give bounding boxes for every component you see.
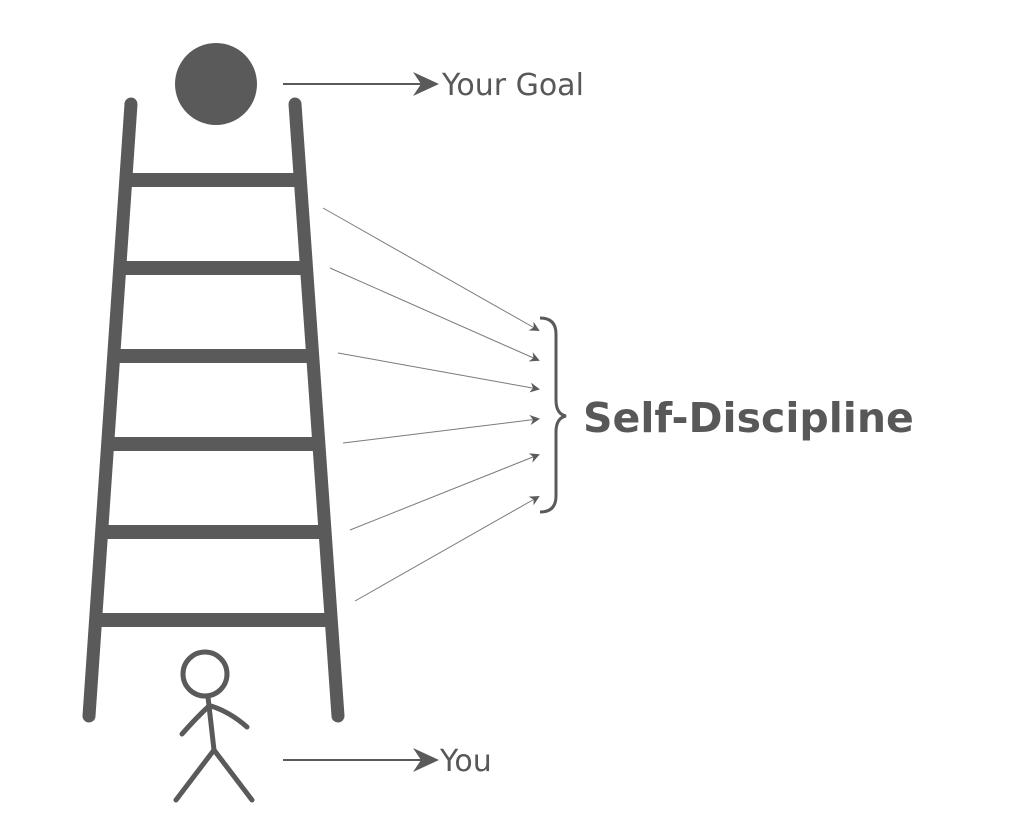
pointer-arrow [329, 267, 540, 362]
goal-circle [175, 43, 257, 125]
ladder [82, 97, 345, 723]
goal-label: Your Goal [441, 68, 584, 103]
pointer-arrow [342, 415, 540, 444]
concept-label: Self-Discipline [583, 394, 914, 442]
pointer-arrows [322, 207, 540, 602]
stick-figure [173, 649, 255, 803]
curly-brace [539, 316, 567, 514]
pointer-arrow [337, 352, 540, 393]
pointer-arrow [354, 496, 540, 602]
pointer-arrow [349, 453, 540, 531]
you-label: You [439, 744, 492, 779]
pointer-arrow [322, 207, 540, 331]
